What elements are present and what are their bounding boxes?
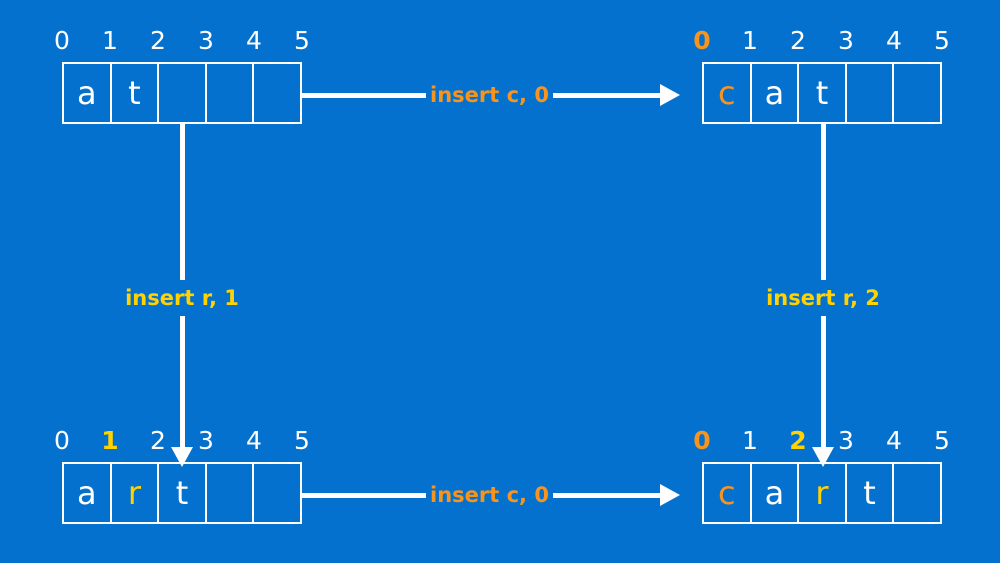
index-label-highlight: 0 xyxy=(693,26,711,55)
index-label-highlight: 2 xyxy=(789,426,807,455)
index-row-top-right: 0 1 2 3 4 5 xyxy=(693,26,950,56)
arrow-line-segment xyxy=(552,492,661,498)
array-cell[interactable] xyxy=(894,464,940,522)
arrow-line-segment xyxy=(302,492,426,498)
arrow-line-segment xyxy=(820,124,826,280)
array-cell[interactable] xyxy=(254,464,300,522)
index-label: 2 xyxy=(150,26,166,55)
arrow-insert-r-1: insert r, 1 xyxy=(82,124,282,467)
arrow-insert-c-0-bottom: insert c, 0 xyxy=(302,475,680,515)
index-label: 2 xyxy=(150,426,166,455)
array-cart: c a r t xyxy=(702,462,942,524)
arrow-label: insert r, 2 xyxy=(766,286,880,310)
array-cell[interactable]: a xyxy=(752,64,800,122)
array-cell[interactable]: t xyxy=(799,64,847,122)
array-cell[interactable]: a xyxy=(64,464,112,522)
arrowhead-right-icon xyxy=(659,484,680,506)
index-label: 4 xyxy=(886,426,902,455)
array-cell[interactable]: r xyxy=(799,464,847,522)
array-cell[interactable] xyxy=(894,64,940,122)
array-cell[interactable]: a xyxy=(752,464,800,522)
index-label: 3 xyxy=(198,426,214,455)
index-label: 1 xyxy=(742,426,758,455)
arrow-insert-c-0-top: insert c, 0 xyxy=(302,75,680,115)
index-label: 5 xyxy=(294,26,310,55)
arrowhead-down-icon xyxy=(812,447,834,467)
arrowhead-right-icon xyxy=(659,84,680,106)
arrow-label: insert r, 1 xyxy=(125,286,239,310)
index-row-bottom-right: 0 1 2 3 4 5 xyxy=(693,426,950,456)
array-cell[interactable] xyxy=(207,64,255,122)
arrowhead-down-icon xyxy=(171,447,193,467)
index-label: 2 xyxy=(790,26,806,55)
index-label: 5 xyxy=(934,26,950,55)
array-cat: c a t xyxy=(702,62,942,124)
index-row-top-left: 0 1 2 3 4 5 xyxy=(54,26,310,56)
arrow-label: insert c, 0 xyxy=(430,483,549,507)
index-label: 1 xyxy=(102,26,118,55)
array-cell[interactable] xyxy=(254,64,300,122)
array-cell[interactable]: r xyxy=(112,464,160,522)
arrow-label: insert c, 0 xyxy=(430,83,549,107)
array-art: a r t xyxy=(62,462,302,524)
array-cell[interactable] xyxy=(159,64,207,122)
array-cell[interactable]: t xyxy=(112,64,160,122)
index-label: 4 xyxy=(886,26,902,55)
arrow-line-segment xyxy=(179,316,185,448)
index-label: 1 xyxy=(742,26,758,55)
index-label: 4 xyxy=(246,426,262,455)
index-label-highlight: 0 xyxy=(693,426,711,455)
array-cell[interactable] xyxy=(847,64,895,122)
index-label: 3 xyxy=(838,26,854,55)
index-label: 0 xyxy=(54,26,70,55)
array-cell[interactable]: t xyxy=(847,464,895,522)
index-label-highlight: 1 xyxy=(101,426,119,455)
array-cell[interactable] xyxy=(207,464,255,522)
index-label: 0 xyxy=(54,426,70,455)
index-label: 3 xyxy=(838,426,854,455)
array-cell[interactable]: a xyxy=(64,64,112,122)
array-cell[interactable]: c xyxy=(704,64,752,122)
arrow-line-segment xyxy=(179,124,185,280)
index-label: 4 xyxy=(246,26,262,55)
array-cell[interactable]: c xyxy=(704,464,752,522)
array-cell[interactable]: t xyxy=(159,464,207,522)
arrow-line-segment xyxy=(552,92,661,98)
index-row-bottom-left: 0 1 2 3 4 5 xyxy=(54,426,310,456)
index-label: 3 xyxy=(198,26,214,55)
arrow-line-segment xyxy=(820,316,826,448)
array-at: a t xyxy=(62,62,302,124)
arrow-insert-r-2: insert r, 2 xyxy=(723,124,923,467)
index-label: 5 xyxy=(294,426,310,455)
index-label: 5 xyxy=(934,426,950,455)
arrow-line-segment xyxy=(302,92,426,98)
